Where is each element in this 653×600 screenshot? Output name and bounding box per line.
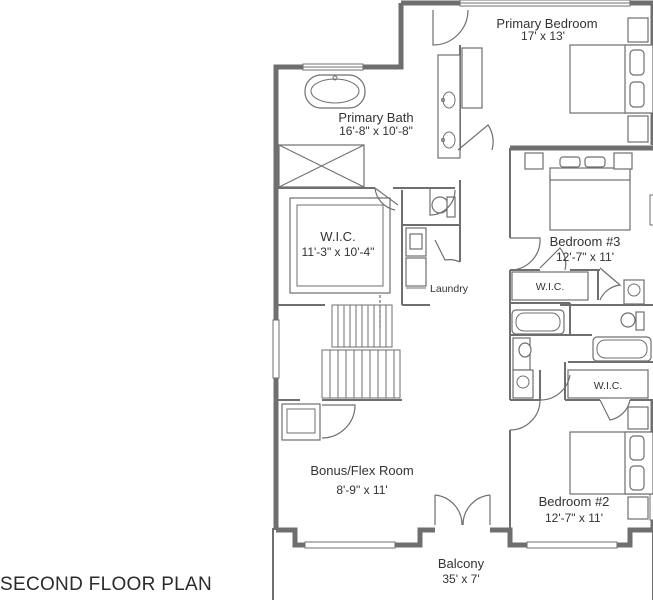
plan-title: SECOND FLOOR PLAN bbox=[0, 574, 212, 595]
primary-bedroom-label: Primary Bedroom bbox=[496, 16, 597, 31]
doors bbox=[321, 9, 631, 526]
laundry-label: Laundry bbox=[430, 283, 469, 295]
wic-primary-size: 11'-3" x 10'-4" bbox=[302, 245, 375, 259]
bath-shared bbox=[511, 279, 652, 399]
wic-box-bed2 bbox=[567, 369, 649, 399]
wic-box-bed3 bbox=[511, 271, 589, 301]
bedroom2-size: 12'-7" x 11' bbox=[545, 511, 603, 525]
bonus-cabinet bbox=[281, 403, 321, 441]
primary-bed bbox=[569, 17, 653, 143]
wic-primary-label: W.I.C. bbox=[320, 229, 355, 244]
primary-closet-door-unit bbox=[461, 47, 483, 109]
primary-bath-label: Primary Bath bbox=[338, 110, 413, 125]
stairs bbox=[321, 295, 401, 399]
bedroom2-label: Bedroom #2 bbox=[539, 494, 610, 509]
bonus-label: Bonus/Flex Room bbox=[310, 463, 413, 478]
wic-shelving bbox=[289, 197, 391, 294]
balcony-label: Balcony bbox=[438, 556, 485, 571]
shower bbox=[278, 144, 365, 188]
wic-bed2-label: W.I.C. bbox=[594, 380, 623, 392]
bedroom3-label: Bedroom #3 bbox=[550, 234, 621, 249]
balcony-size: 35' x 7' bbox=[442, 572, 479, 586]
primary-bedroom-size: 17' x 13' bbox=[521, 29, 565, 43]
double-vanity bbox=[437, 54, 461, 159]
balcony-rail bbox=[272, 528, 653, 600]
wic-bed3-label: W.I.C. bbox=[536, 281, 565, 293]
windows bbox=[272, 0, 653, 549]
freestanding-tub bbox=[304, 74, 366, 109]
bed-bedroom2 bbox=[569, 406, 653, 520]
toilet-primary bbox=[431, 196, 456, 218]
bed-bedroom3 bbox=[524, 152, 633, 231]
bedroom3-size: 12'-7" x 11' bbox=[556, 250, 614, 264]
primary-bath-size: 16'-8" x 10'-8" bbox=[339, 124, 413, 138]
laundry-machines bbox=[405, 227, 427, 289]
bonus-size: 8'-9" x 11' bbox=[336, 483, 387, 497]
interior-walls bbox=[276, 45, 653, 530]
